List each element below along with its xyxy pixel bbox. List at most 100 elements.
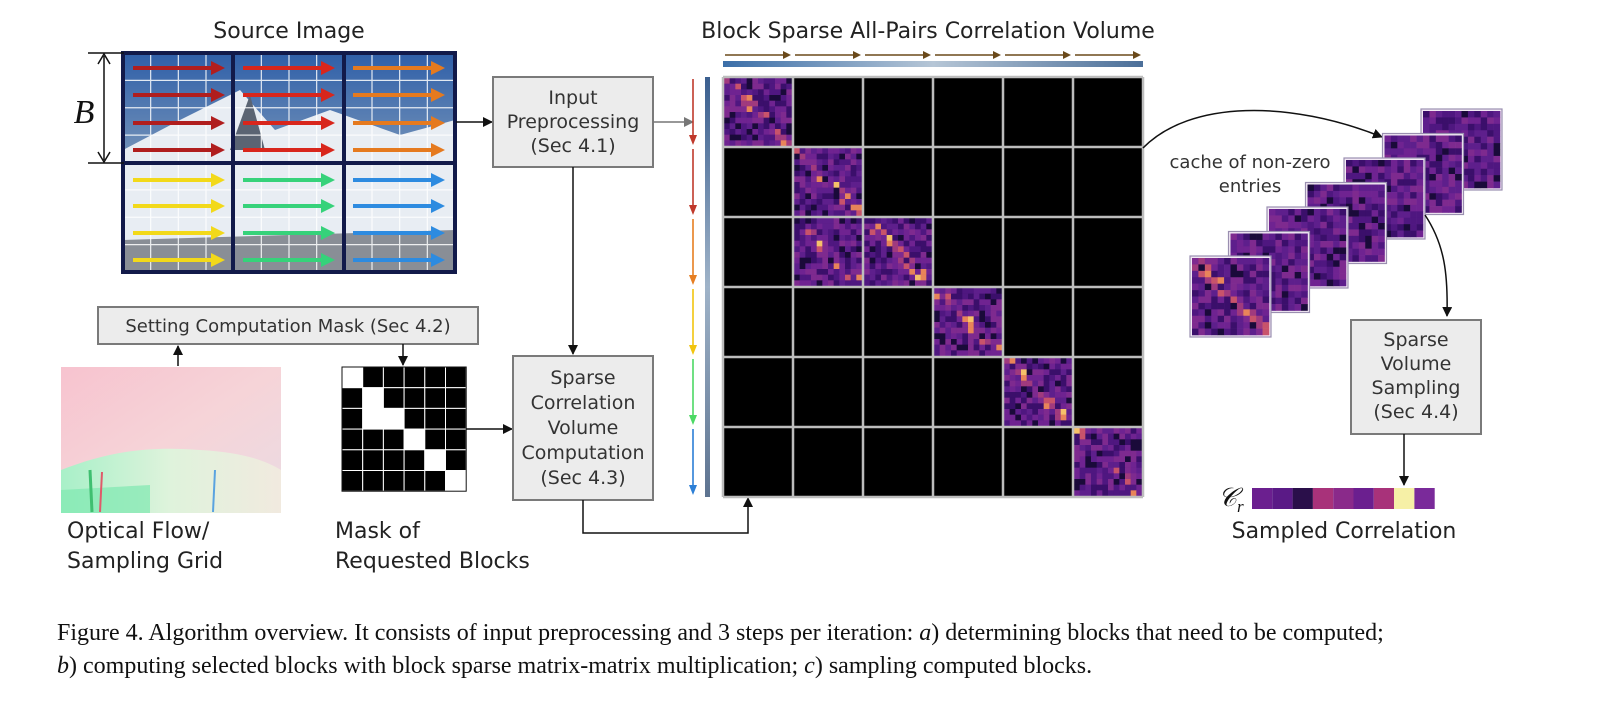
heat-cell	[758, 89, 764, 96]
heat-cell	[875, 252, 882, 258]
heat-cell	[1021, 420, 1027, 427]
heat-cell	[1236, 283, 1244, 291]
heat-cell	[1313, 247, 1321, 255]
heat-cell	[1038, 403, 1044, 410]
heat-cell	[839, 182, 846, 188]
heat-cell	[1262, 309, 1270, 317]
heat-cell	[1358, 255, 1366, 262]
sampled-cell	[1292, 488, 1313, 509]
heat-cell	[735, 129, 742, 135]
heat-cell	[898, 274, 904, 281]
heat-cell	[1423, 111, 1430, 118]
heat-cell	[1108, 433, 1114, 440]
heat-cell	[811, 223, 817, 230]
heat-cell	[869, 257, 876, 264]
heat-cell	[1085, 445, 1092, 451]
mask-cell	[403, 470, 426, 492]
heat-cell	[856, 229, 863, 236]
heat-cell	[1390, 141, 1398, 149]
heat-cell	[1113, 456, 1120, 463]
heat-cell	[1224, 309, 1231, 317]
heat-cell	[1130, 467, 1137, 474]
heat-cell	[985, 333, 991, 340]
heat-cell	[805, 263, 812, 270]
heat-cell	[996, 339, 1003, 345]
heat-cell	[1032, 414, 1039, 421]
heat-cell	[909, 252, 916, 258]
heat-cell	[1096, 490, 1103, 497]
heat-cell	[1326, 273, 1334, 280]
heat-cell	[1236, 239, 1244, 247]
heat-cell	[945, 299, 952, 306]
heat-cell	[752, 83, 759, 90]
heat-cell	[1004, 386, 1010, 393]
heat-cell	[758, 83, 764, 90]
heat-cell	[920, 246, 927, 253]
heat-cell	[1211, 277, 1218, 284]
heat-cell	[833, 252, 840, 258]
heat-cell	[1435, 111, 1443, 118]
heat-cell	[1066, 363, 1073, 370]
heat-cell	[1262, 264, 1270, 272]
heat-cell	[729, 95, 736, 101]
heat-cell	[926, 223, 933, 230]
heat-cell	[1474, 175, 1482, 182]
heat-cell	[1365, 197, 1372, 205]
heat-cell	[1204, 328, 1212, 336]
heat-cell	[1358, 190, 1366, 198]
heat-cell	[1423, 148, 1430, 156]
heat-cell	[1358, 197, 1366, 205]
column-arrow-head	[1133, 51, 1141, 59]
heat-cell	[1346, 166, 1353, 174]
heat-cell	[1429, 154, 1437, 162]
heat-cell	[1320, 241, 1328, 248]
heat-cell	[799, 210, 806, 217]
heat-cell	[1074, 450, 1080, 457]
column-arrow-head	[783, 51, 791, 59]
heat-cell	[758, 129, 764, 135]
heat-cell	[920, 252, 927, 258]
heat-cell	[1294, 215, 1302, 223]
heat-cell	[1015, 397, 1022, 404]
heat-cell	[1113, 439, 1120, 446]
heat-cell	[1371, 184, 1379, 192]
heat-cell	[1256, 258, 1263, 265]
heat-cell	[729, 100, 736, 107]
sampling-box-line-2: Volume	[1381, 353, 1452, 375]
heat-cell	[869, 280, 876, 287]
heat-cell	[1055, 375, 1061, 381]
cache-label-line-1: cache of non-zero	[1170, 152, 1331, 173]
mask-cell	[382, 366, 405, 389]
heat-cell	[833, 263, 840, 270]
heat-cell	[1346, 197, 1353, 205]
heat-cell	[1108, 490, 1114, 497]
heat-cell	[934, 322, 940, 328]
heat-cell	[1043, 414, 1050, 421]
heat-cell	[1060, 380, 1067, 387]
heat-cell	[794, 165, 800, 171]
heat-cell	[1301, 233, 1308, 241]
heat-cell	[1358, 203, 1366, 211]
heat-cell	[1204, 283, 1212, 291]
heat-cell	[979, 316, 986, 323]
heat-cell	[1378, 190, 1385, 198]
heat-cell	[903, 229, 910, 236]
heat-cell	[1455, 111, 1462, 118]
heat-cell	[1467, 168, 1475, 176]
heat-cell	[780, 134, 787, 141]
heat-cell	[909, 274, 916, 281]
heat-cell	[1307, 266, 1315, 274]
heat-cell	[1435, 174, 1443, 181]
sampled-cell	[1414, 488, 1435, 509]
heat-cell	[1423, 180, 1430, 188]
heat-cell	[805, 199, 812, 205]
heat-cell	[1281, 259, 1289, 266]
flow-arrow-head	[321, 88, 335, 102]
heat-cell	[1467, 143, 1475, 150]
heat-cell	[794, 235, 800, 241]
heat-cell	[763, 95, 770, 101]
heat-cell	[1026, 397, 1033, 404]
heat-cell	[1275, 284, 1283, 292]
heat-cell	[786, 129, 793, 135]
heat-cell	[920, 235, 927, 241]
